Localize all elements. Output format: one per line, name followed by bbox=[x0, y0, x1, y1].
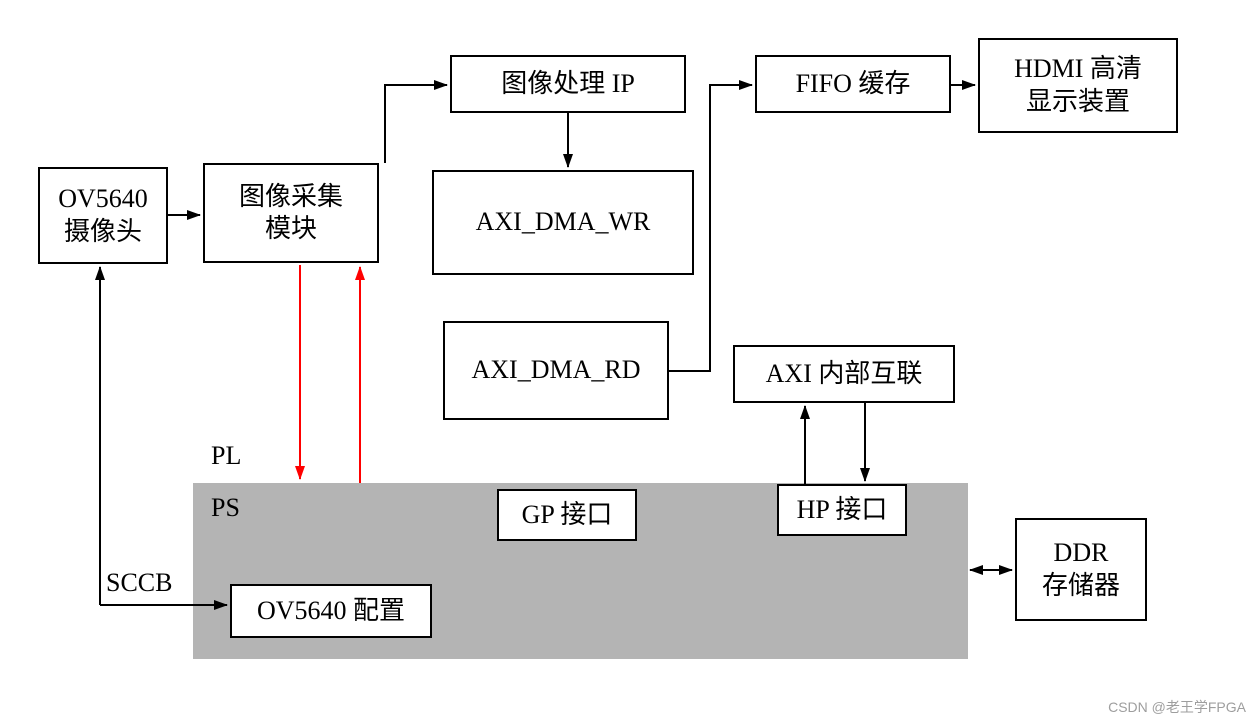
label-pl: PL bbox=[211, 441, 242, 470]
node-gp-interface: GP 接口 bbox=[497, 489, 637, 541]
node-axi-interconnect: AXI 内部互联 bbox=[733, 345, 955, 403]
node-axi-dma-wr-label: AXI_DMA_WR bbox=[475, 207, 651, 237]
node-axi-dma-rd: AXI_DMA_RD bbox=[443, 321, 669, 420]
node-hdmi-display-line1: HDMI 高清 bbox=[1014, 54, 1142, 83]
node-hp-interface-label: HP 接口 bbox=[796, 494, 888, 524]
node-ddr-memory-line1: DDR bbox=[1053, 538, 1109, 567]
node-ov5640-camera: OV5640 摄像头 bbox=[38, 167, 168, 264]
arrow-capture-to-ip bbox=[384, 80, 448, 163]
node-axi-dma-wr: AXI_DMA_WR bbox=[432, 170, 694, 275]
node-ov5640-camera-line2: 摄像头 bbox=[63, 216, 142, 246]
node-ov5640-camera-line1: OV5640 bbox=[58, 184, 148, 213]
node-gp-interface-label: GP 接口 bbox=[521, 499, 613, 529]
node-ov5640-config-label: OV5640 配置 bbox=[256, 595, 406, 625]
node-image-capture-module: 图像采集 模块 bbox=[203, 163, 379, 263]
node-ov5640-config: OV5640 配置 bbox=[230, 584, 432, 638]
node-ddr-memory: DDR 存储器 bbox=[1015, 518, 1147, 621]
node-fifo-buffer: FIFO 缓存 bbox=[755, 55, 951, 113]
node-axi-interconnect-label: AXI 内部互联 bbox=[765, 358, 923, 388]
node-image-processing-ip: 图像处理 IP bbox=[450, 55, 686, 113]
node-hdmi-display: HDMI 高清 显示装置 bbox=[978, 38, 1178, 133]
watermark-text: CSDN @老王学FPGA bbox=[1108, 699, 1246, 715]
node-ddr-memory-line2: 存储器 bbox=[1041, 570, 1120, 600]
node-image-capture-line1: 图像采集 bbox=[238, 181, 343, 211]
node-image-processing-ip-label: 图像处理 IP bbox=[501, 68, 635, 98]
node-image-capture-line2: 模块 bbox=[264, 214, 317, 243]
node-axi-dma-rd-label: AXI_DMA_RD bbox=[471, 355, 641, 385]
node-fifo-buffer-label: FIFO 缓存 bbox=[795, 68, 911, 98]
node-hp-interface: HP 接口 bbox=[777, 484, 907, 536]
label-ps: PS bbox=[211, 493, 240, 522]
label-sccb: SCCB bbox=[106, 568, 173, 597]
node-hdmi-display-line2: 显示装置 bbox=[1025, 86, 1130, 116]
